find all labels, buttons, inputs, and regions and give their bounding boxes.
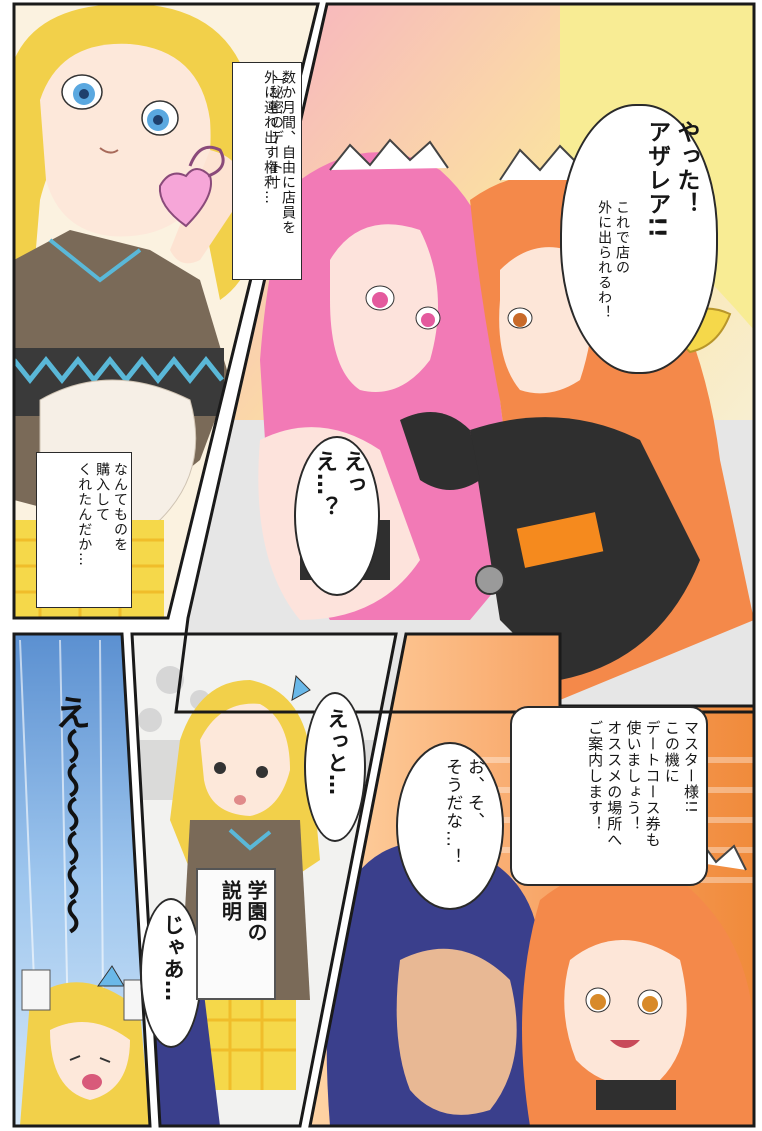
surprised-text: えっ え…？ bbox=[311, 450, 365, 519]
sign-text: 学園の 説明 bbox=[218, 880, 268, 943]
thought-box bbox=[36, 452, 132, 608]
speech-bubble-sou-da-na bbox=[396, 742, 504, 910]
speech-text-sou-da-na: お、そ、 そうだな…！ bbox=[442, 758, 484, 866]
surprised-bubble bbox=[294, 436, 380, 596]
narration-box bbox=[232, 62, 302, 280]
narration-body: 数か月間、自由に店員を 外に連れ出す権利… bbox=[262, 70, 296, 235]
shock-shout-text: え〜〜〜〜〜〜 bbox=[49, 694, 90, 932]
speech-text-master: マスター様!! この機に デートコース券も 使いましょう！ オススメの場所へ ご… bbox=[586, 720, 700, 848]
thought-text: なんてものを 購入して くれたんだか… bbox=[76, 462, 128, 567]
narration-title: 「秘密のデート」 bbox=[268, 70, 284, 190]
speech-text-etto: えっと… bbox=[325, 708, 349, 796]
panel-2 bbox=[176, 4, 754, 712]
school-info-sign bbox=[196, 868, 276, 1000]
shout-text: やった！ アザレア!! bbox=[643, 120, 699, 239]
speech-bubble-master bbox=[510, 706, 708, 886]
speech-text-jaa: じゃあ… bbox=[161, 914, 185, 1002]
speech-bubble-etto bbox=[304, 692, 366, 842]
speech-text-escape: これで店の 外に出られるわ！ bbox=[596, 200, 630, 320]
shout-bubble bbox=[560, 104, 718, 374]
